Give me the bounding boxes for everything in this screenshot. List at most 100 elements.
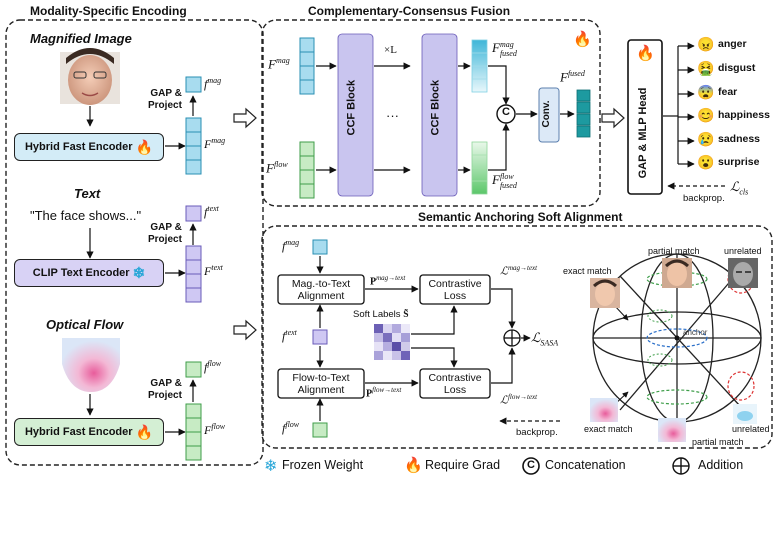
- hybrid-fast-encoder-mag-label: Hybrid Fast Encoder: [24, 141, 133, 153]
- F-mag-stack: [185, 117, 202, 175]
- optical-flow-title: Optical Flow: [46, 317, 124, 332]
- mag-to-text-alignment-box: [277, 274, 365, 305]
- emotion-label-fear: fear: [718, 86, 738, 98]
- hybrid-fast-encoder-flow: Hybrid Fast Encoder 🔥: [14, 418, 164, 446]
- gap-project-text: GAP &Project: [148, 222, 182, 245]
- hollow-arrow-to-ccf: [233, 107, 257, 129]
- legend-concat-label: Concatenation: [545, 458, 626, 472]
- gap-mlp-head-label: GAP & MLP Head: [637, 87, 649, 179]
- F-fused-label: Ffused: [560, 69, 585, 85]
- head-backprop-label: backprop.: [683, 193, 725, 204]
- exact-match-bottom-label: exact match: [584, 424, 633, 434]
- f-flow-square: [185, 361, 202, 378]
- conv-label: Conv.: [541, 100, 552, 128]
- modality-section-title: Modality-Specific Encoding: [30, 4, 187, 18]
- repeat-L-label: ×L: [384, 44, 397, 56]
- ccf-section-title: Complementary-Consensus Fusion: [308, 4, 511, 18]
- f-mag-square: [185, 76, 202, 93]
- legend-flame-icon: 🔥: [404, 457, 423, 474]
- loss-sasa-label: ℒSASA: [531, 330, 559, 348]
- hollow-arrow-to-head: [601, 107, 625, 129]
- clip-text-encoder-label: CLIP Text Encoder: [32, 267, 130, 279]
- ccf-block-1: [337, 33, 374, 197]
- conv-box: [538, 87, 560, 143]
- ccf-F-flow-label: Fflow: [266, 160, 288, 176]
- sasa-panel: [261, 225, 773, 449]
- concat-letter: C: [502, 106, 510, 118]
- f-mag-label: fmag: [204, 76, 222, 91]
- flame-icon: 🔥: [573, 31, 592, 48]
- gap-mlp-head-box: [627, 39, 663, 195]
- sasa-section-title: Semantic Anchoring Soft Alignment: [418, 210, 623, 224]
- ccf-F-mag-label: Fmag: [268, 56, 290, 72]
- sasa-f-mag-label: fmag: [282, 238, 300, 253]
- flame-icon: 🔥: [135, 423, 154, 440]
- clip-text-encoder: CLIP Text Encoder ❄: [14, 259, 164, 287]
- F-text-label: Ftext: [204, 263, 223, 278]
- F-text-stack: [185, 245, 202, 303]
- legend-snowflake-icon: ❄: [264, 458, 278, 475]
- exact-match-face-top: [590, 278, 620, 308]
- ccf-block-2-label: CCF Block: [429, 79, 442, 136]
- F-flow-label: Fflow: [204, 422, 226, 437]
- emotion-label-surprise: surprise: [718, 156, 760, 168]
- exact-match-flow-bottom: [590, 398, 618, 422]
- F-flow-in-stack: [299, 141, 315, 199]
- sasa-f-flow-label: fflow: [282, 420, 300, 435]
- f-text-square: [185, 205, 202, 222]
- partial-match-bottom-label: partial match: [692, 437, 744, 447]
- legend-add-label: Addition: [698, 458, 744, 472]
- emotion-label-happiness: happiness: [718, 109, 770, 121]
- loss-flow-text-label: ℒflow→text: [500, 393, 538, 407]
- ccf-block-1-label: CCF Block: [345, 79, 358, 136]
- F-mag-in-stack: [299, 37, 315, 95]
- contrastive-loss-box-top: [419, 274, 491, 305]
- flow-to-text-alignment-box: [277, 368, 365, 399]
- sasa-f-text-label: ftext: [282, 328, 297, 343]
- ellipsis: ···: [386, 108, 399, 123]
- legend-frozen-label: Frozen Weight: [282, 458, 364, 472]
- optical-flow-image: [62, 338, 120, 392]
- emotion-emoji-surprise: 😮: [697, 154, 715, 170]
- snowflake-icon: ❄: [132, 265, 146, 282]
- modality-panel: [5, 19, 264, 466]
- gap-project-flow: GAP &Project: [148, 378, 182, 401]
- soft-labels-matrix: [374, 324, 410, 360]
- emotion-emoji-fear: 😨: [697, 84, 715, 100]
- f-text-label: ftext: [204, 204, 219, 219]
- text-prompt-quote: "The face shows...": [30, 208, 142, 223]
- flame-icon: 🔥: [135, 138, 154, 155]
- emotion-emoji-disgust: 🤮: [697, 60, 715, 76]
- emotion-emoji-happiness: 😊: [697, 107, 715, 123]
- sasa-f-flow: [312, 422, 328, 438]
- soft-labels-label: Soft Labels S̃: [353, 309, 409, 320]
- partial-match-face-top: [662, 258, 692, 288]
- emotion-emoji-anger: 😠: [697, 36, 715, 52]
- emotion-emoji-sadness: 😢: [697, 131, 715, 147]
- magnified-image-title: Magnified Image: [30, 31, 132, 46]
- unrelated-face-top: [728, 258, 758, 288]
- hybrid-fast-encoder-flow-label: Hybrid Fast Encoder: [24, 426, 133, 438]
- contrastive-loss-box-bottom: [419, 368, 491, 399]
- ccf-panel: [261, 19, 601, 207]
- ccf-block-2: [421, 33, 458, 197]
- legend-concat-letter: C: [527, 459, 535, 471]
- flame-icon: 🔥: [636, 45, 655, 62]
- anchor-label: anchor: [683, 328, 708, 337]
- loss-mag-text-label: ℒmag→text: [500, 264, 538, 278]
- hybrid-fast-encoder-mag: Hybrid Fast Encoder 🔥: [14, 133, 164, 161]
- unrelated-bottom-label: unrelated: [732, 424, 770, 434]
- F-fused-stack: [576, 89, 591, 138]
- hollow-arrow-to-sasa: [233, 319, 257, 341]
- sasa-backprop-label: backprop.: [516, 427, 558, 438]
- partial-match-top-label: partial match: [648, 246, 700, 256]
- F-flow-stack: [185, 403, 202, 461]
- p-flow-label: Pflow→text: [366, 386, 402, 400]
- F-mag-label: Fmag: [204, 136, 226, 151]
- gap-project-mag: GAP &Project: [148, 88, 182, 111]
